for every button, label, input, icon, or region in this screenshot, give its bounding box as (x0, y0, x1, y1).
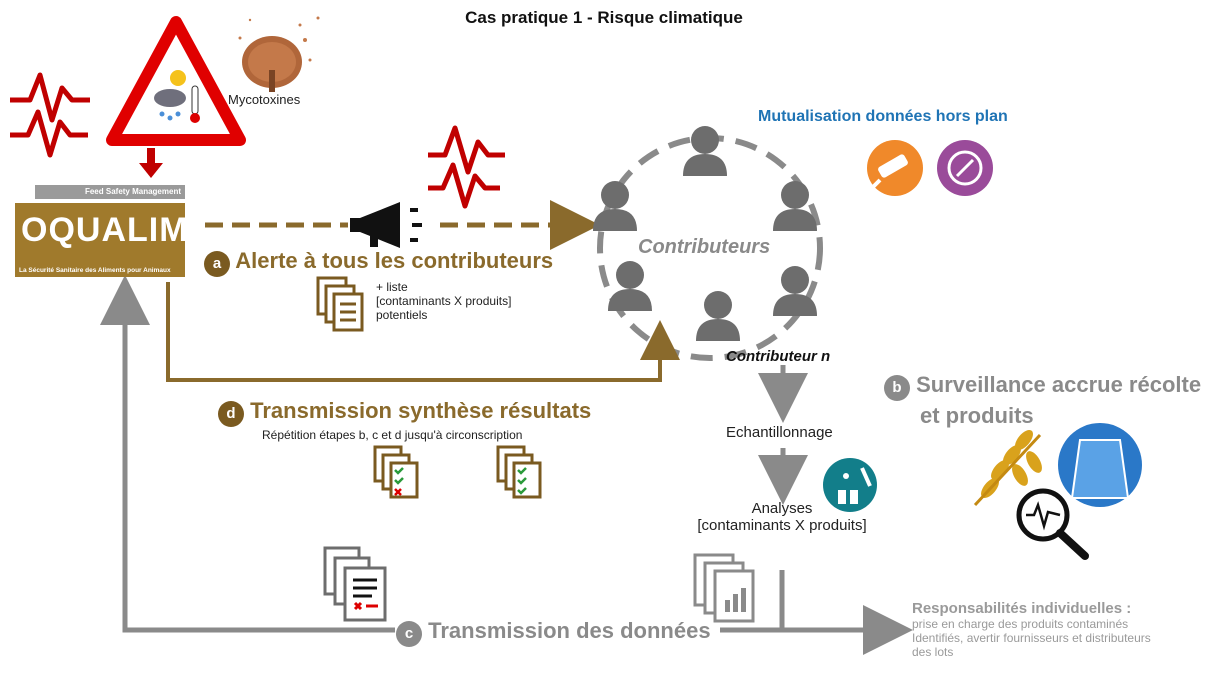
responsabilites-line-2: Identifiés, avertir fournisseurs et dist… (912, 631, 1151, 645)
step-d-label: d Transmission synthèse résultats (218, 398, 591, 427)
doc-line-3: potentiels (376, 308, 428, 322)
step-d-text: Transmission synthèse résultats (250, 398, 592, 423)
lab-icon (823, 458, 877, 512)
weather-warning-icon (106, 16, 246, 146)
analyses-line-2: [contaminants X produits] (697, 517, 867, 534)
step-c-label: c Transmission des données (396, 618, 711, 647)
step-d-badge: d (218, 401, 244, 427)
logo-tagline: La Sécurité Sanitaire des Aliments pour … (19, 267, 171, 274)
logo-main: OQUALIM La Sécurité Sanitaire des Alimen… (15, 203, 188, 277)
responsabilites-line-3: des lots (912, 645, 954, 659)
data-document-icon (323, 546, 387, 622)
responsibility-arrow (779, 570, 913, 655)
page-title: Cas pratique 1 - Risque climatique (465, 8, 743, 27)
responsabilites-title: Responsabilités individuelles : (912, 600, 1132, 617)
checklist-marks-2 (517, 467, 527, 495)
megaphone-icon (350, 202, 422, 248)
doc-line-2: [contaminants X produits] (376, 294, 512, 308)
step-a-badge: a (204, 251, 230, 277)
step-c-text: Transmission des données (428, 618, 711, 643)
wheat-icon (973, 430, 1042, 507)
compass-icon (937, 140, 993, 196)
synthesis-arrow (166, 282, 680, 382)
doc-line-1: + liste (376, 280, 408, 294)
data-transmission-arrow (100, 275, 395, 633)
oqualim-logo: Feed Safety Management OQUALIM La Sécuri… (15, 185, 188, 277)
echantillonnage-label: Echantillonnage (726, 424, 833, 441)
step-a-text: Alerte à tous les contributeurs (235, 248, 554, 273)
feed-bag-icon (1058, 423, 1142, 507)
mutualisation-label: Mutualisation données hors plan (758, 108, 1008, 125)
mycotoxin-icon (238, 16, 320, 92)
analyses-line-1: Analyses (751, 500, 813, 517)
data-document-lines (353, 578, 378, 611)
step-d-subtitle: Répétition étapes b, c et d jusqu'à circ… (262, 428, 523, 442)
responsabilites-block: Responsabilités individuelles : prise en… (912, 600, 1202, 659)
step-b-text-2: et produits (920, 403, 1034, 428)
document-stack-icon (316, 276, 364, 332)
pulse-signal-icon-2 (428, 125, 505, 209)
analyses-label: Analyses [contaminants X produits] (672, 500, 892, 534)
step-b-text-1: Surveillance accrue récolte (916, 372, 1202, 397)
mycotoxines-label: Mycotoxines (228, 92, 301, 107)
down-arrow-red (139, 148, 163, 178)
user-icon (593, 126, 817, 341)
step-c-badge: c (396, 621, 422, 647)
satellite-icon (867, 140, 923, 196)
responsabilites-line-1: prise en charge des produits contaminés (912, 617, 1129, 631)
step-a-doc-text: + liste [contaminants X produits] potent… (376, 280, 511, 322)
logo-name: OQUALIM (21, 211, 189, 249)
contributeurs-label: Contributeurs (638, 236, 771, 258)
step-b-label: b Surveillance accrue récolte et produit… (884, 370, 1201, 431)
checklist-icon-2 (496, 445, 542, 499)
contributeur-n-label: Contributeur n (726, 348, 831, 365)
checklist-marks (394, 467, 404, 496)
bar-chart-icon (725, 588, 746, 612)
report-icon (693, 553, 755, 623)
pulse-signal-icon (10, 72, 90, 158)
logo-band: Feed Safety Management (35, 185, 185, 199)
magnifier-icon (1016, 488, 1089, 560)
step-b-badge: b (884, 375, 910, 401)
step-a-label: a Alerte à tous les contributeurs (204, 248, 553, 277)
